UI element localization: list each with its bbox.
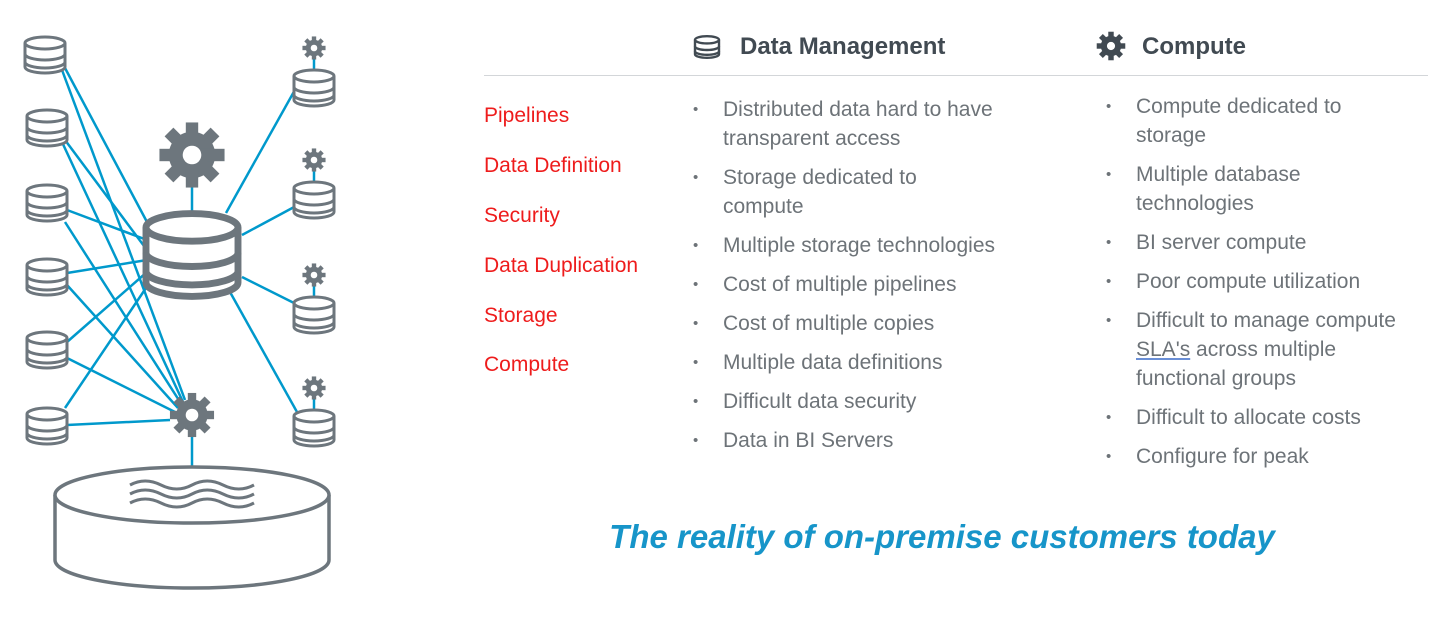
label-security: Security bbox=[484, 204, 560, 227]
list-item: Difficult data security bbox=[693, 387, 1073, 416]
sla-term: SLA's bbox=[1136, 338, 1191, 361]
list-item: Configure for peak bbox=[1106, 442, 1426, 471]
compute-list: Compute dedicated to storage Multiple da… bbox=[1106, 92, 1426, 481]
data-management-heading: Data Management bbox=[740, 33, 946, 60]
list-item-text: across multiple functional groups bbox=[1136, 338, 1337, 390]
list-item: Cost of multiple copies bbox=[693, 309, 1073, 338]
list-item-text: Difficult to manage compute bbox=[1136, 309, 1396, 332]
compute-heading: Compute bbox=[1142, 33, 1246, 60]
list-item: Difficult to manage compute SLA's across… bbox=[1106, 306, 1416, 393]
list-item: Poor compute utilization bbox=[1106, 267, 1426, 296]
list-item: Storage dedicated to compute bbox=[693, 163, 973, 221]
gear-icon bbox=[1096, 31, 1126, 61]
list-item: Compute dedicated to storage bbox=[1106, 92, 1376, 150]
label-data-definition: Data Definition bbox=[484, 154, 622, 177]
list-item: BI server compute bbox=[1106, 228, 1426, 257]
hub-gear-icon bbox=[169, 392, 215, 438]
architecture-diagram bbox=[23, 35, 336, 590]
header-divider bbox=[484, 75, 1428, 76]
connection-lines bbox=[60, 56, 316, 470]
central-gear-icon bbox=[159, 122, 225, 188]
database-icon bbox=[693, 34, 721, 59]
list-item: Multiple database technologies bbox=[1106, 160, 1336, 218]
label-data-duplication: Data Duplication bbox=[484, 254, 639, 277]
data-lake-icon bbox=[53, 465, 331, 590]
tagline: The reality of on-premise customers toda… bbox=[609, 518, 1275, 555]
list-item: Multiple data definitions bbox=[693, 348, 1073, 377]
label-storage: Storage bbox=[484, 304, 558, 327]
data-management-list: Distributed data hard to have transparen… bbox=[693, 95, 1073, 465]
list-item: Multiple storage technologies bbox=[693, 231, 1073, 260]
list-item: Distributed data hard to have transparen… bbox=[693, 95, 1043, 153]
central-database-icon bbox=[146, 214, 238, 297]
list-item: Cost of multiple pipelines bbox=[693, 270, 1073, 299]
label-pipelines: Pipelines bbox=[484, 104, 570, 127]
label-compute: Compute bbox=[484, 353, 570, 376]
list-item: Difficult to allocate costs bbox=[1106, 403, 1426, 432]
list-item: Data in BI Servers bbox=[693, 426, 1073, 455]
